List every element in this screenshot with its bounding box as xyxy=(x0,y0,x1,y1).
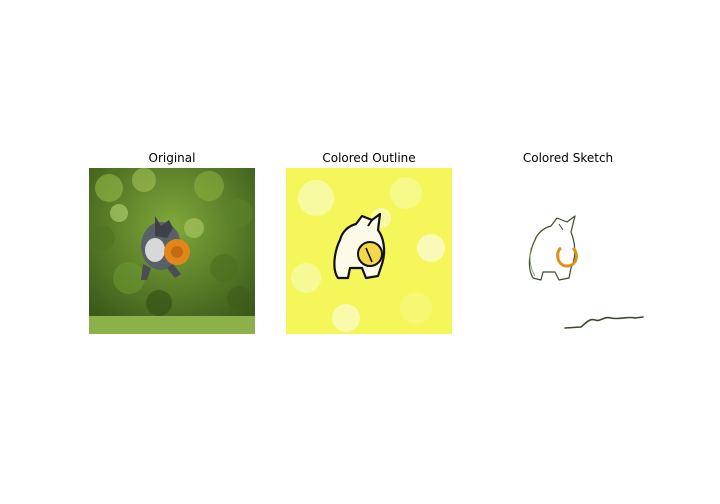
colored-sketch-image xyxy=(485,168,651,334)
panel-title-colored-outline: Colored Outline xyxy=(322,151,416,165)
original-image xyxy=(89,168,255,334)
panel-title-original: Original xyxy=(148,151,196,165)
panel-title-colored-sketch: Colored Sketch xyxy=(522,151,614,165)
colored-outline-image xyxy=(286,168,452,334)
